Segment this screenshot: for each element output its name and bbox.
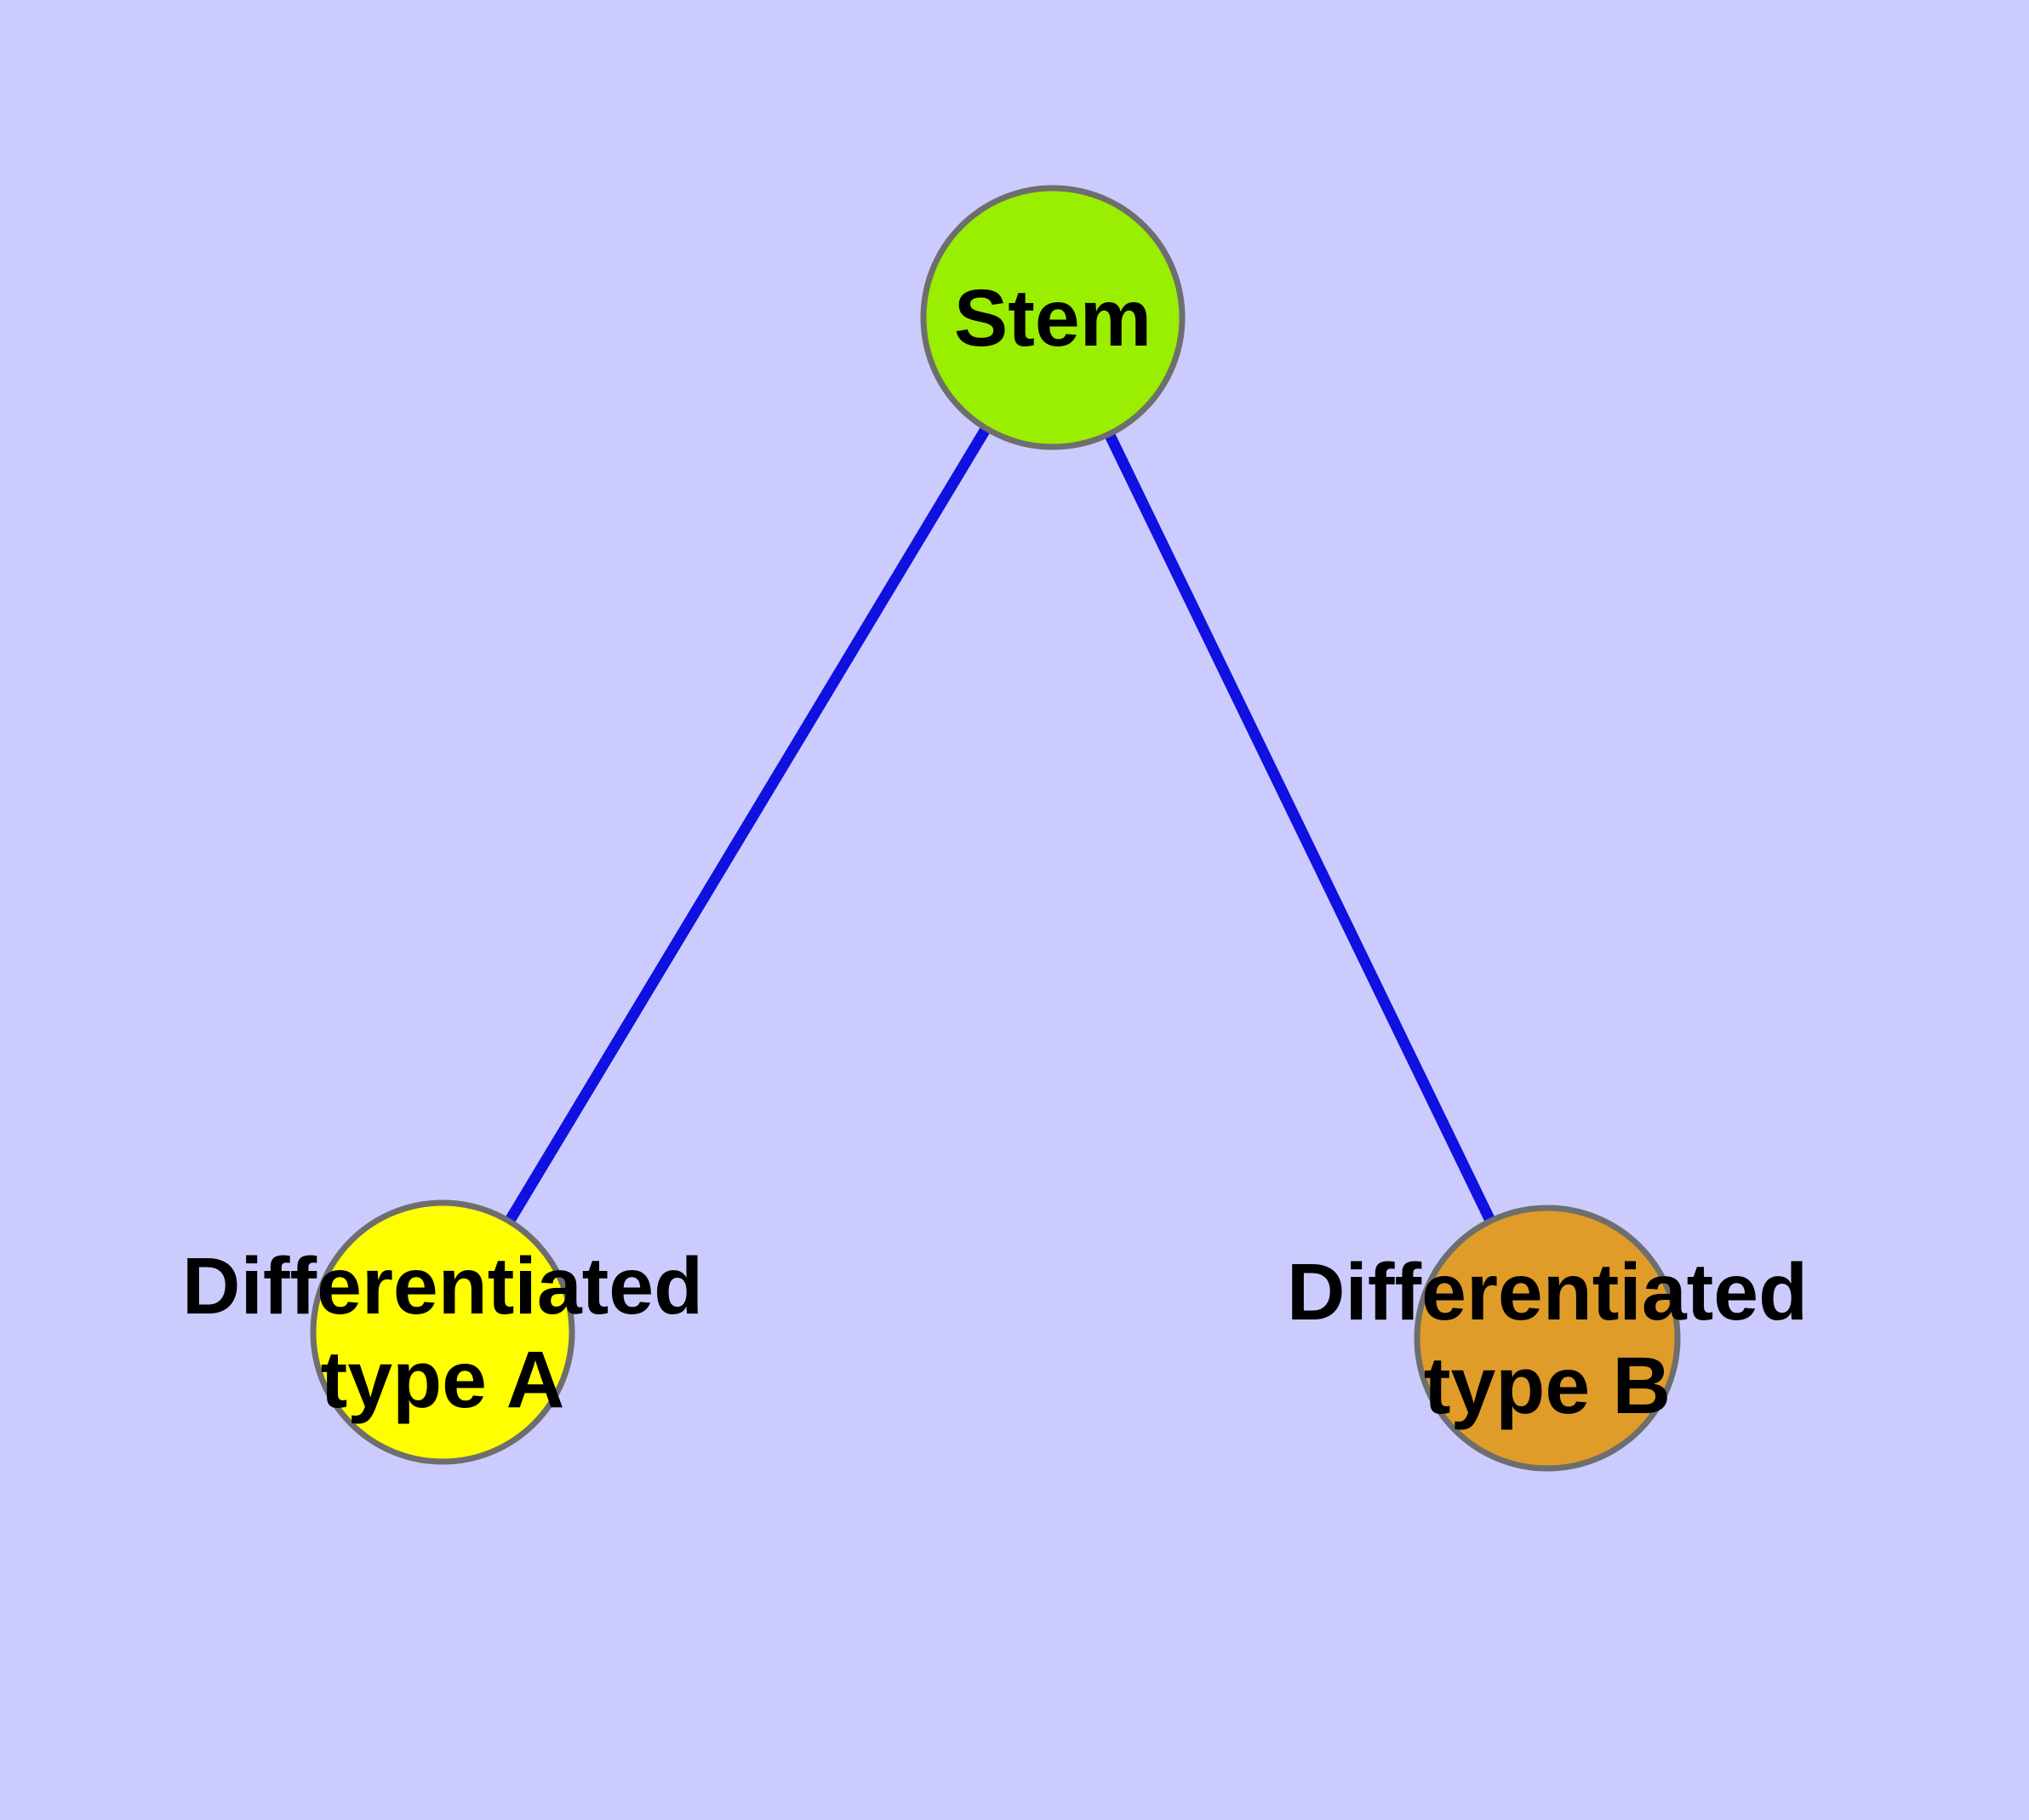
node-differentiated-type-a-label-line2: type A: [321, 1335, 565, 1425]
node-differentiated-type-a-circle[interactable]: [310, 1199, 575, 1465]
node-differentiated-type-b-label-line1: Differentiated: [1287, 1247, 1808, 1337]
node-layer: [310, 185, 1681, 1472]
edge-stem-to-differentiated-type-a[interactable]: [504, 425, 992, 1225]
node-differentiated-type-a-label-line1: Differentiated: [182, 1241, 703, 1331]
node-differentiated-type-b-circle[interactable]: [1414, 1205, 1681, 1472]
label-layer: Stem Differentiated type A Differentiate…: [182, 273, 1808, 1431]
edge-layer: [504, 425, 1496, 1225]
node-stem-label: Stem: [954, 273, 1152, 363]
node-stem-circle[interactable]: [920, 185, 1186, 450]
node-differentiated-type-b-label-line2: type B: [1424, 1341, 1671, 1431]
edge-stem-to-differentiated-type-b[interactable]: [1104, 431, 1496, 1224]
